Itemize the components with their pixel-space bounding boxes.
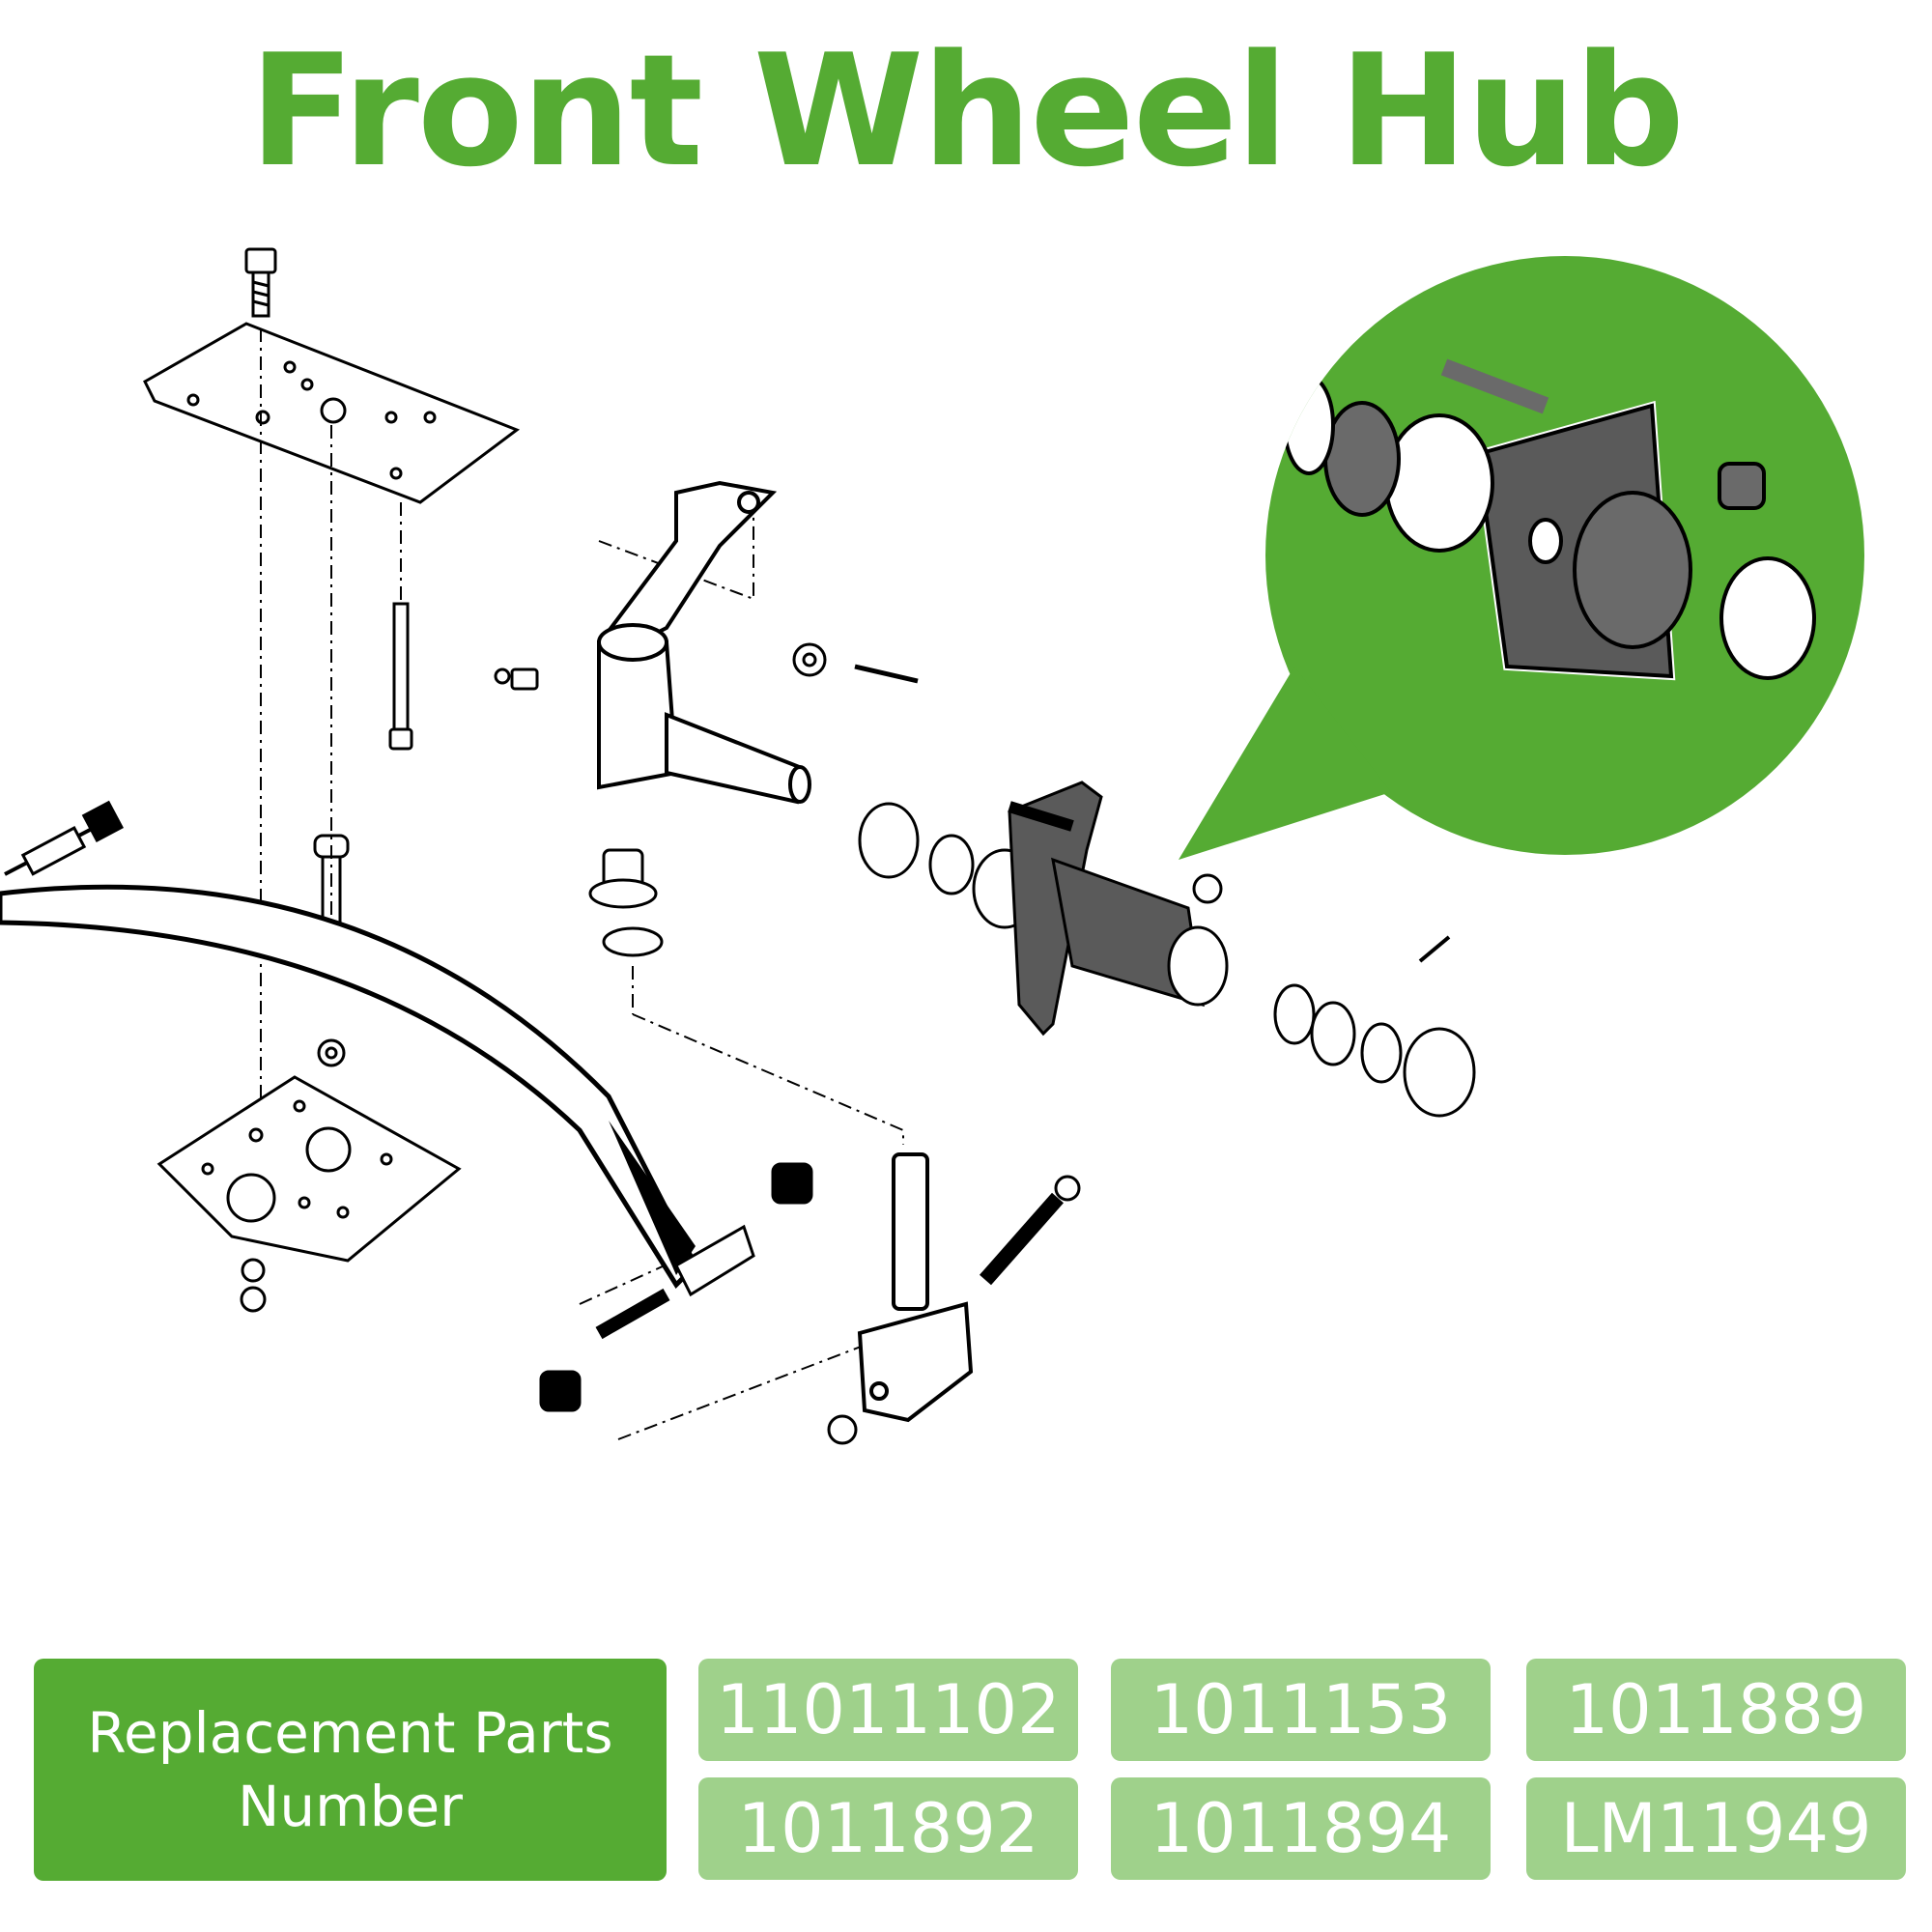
- front-wheel-hub-assembly: [858, 781, 1476, 1118]
- exploded-parts-diagram: [0, 247, 1864, 1445]
- label-line-2: Number: [238, 1774, 463, 1839]
- grease-fitting: [494, 668, 539, 691]
- part-number-box: 1011153: [1111, 1659, 1491, 1761]
- part-number-box: 1011892: [698, 1777, 1078, 1880]
- zoom-callout: [1179, 256, 1864, 860]
- castle-nut-upper: [792, 642, 919, 684]
- top-bolt: [244, 247, 277, 318]
- long-bolt: [388, 602, 413, 751]
- spindle-bushing: [588, 848, 664, 957]
- lower-bolt: [980, 1175, 1081, 1286]
- leaf-spring: [0, 800, 699, 1289]
- spring-bushings: [539, 1162, 858, 1445]
- replacement-parts-label: Replacement Parts Number: [34, 1659, 667, 1881]
- top-bracket-plate: [143, 322, 521, 504]
- page-title: Front Wheel Hub: [248, 20, 1685, 201]
- lower-kingpin: [857, 1152, 974, 1423]
- small-nuts-left: [240, 1038, 346, 1313]
- steering-spindle-arm: [597, 480, 811, 805]
- part-number-box: 11011102: [698, 1659, 1078, 1761]
- label-line-1: Replacement Parts: [87, 1700, 613, 1766]
- part-number-box: LM11949: [1526, 1777, 1906, 1880]
- mid-bolt: [313, 834, 350, 926]
- part-number-box: 1011894: [1111, 1777, 1491, 1880]
- lower-mounting-plate: [156, 1075, 462, 1263]
- part-number-box: 1011889: [1526, 1659, 1906, 1761]
